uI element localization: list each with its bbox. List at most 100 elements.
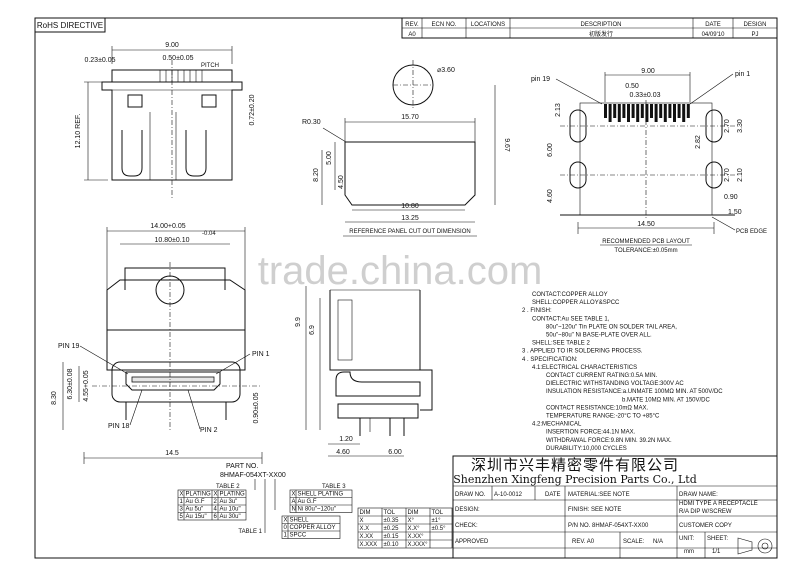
pcb-tolerance: TOLERANCE:±0.05mm	[614, 248, 677, 254]
bottom-view: 14.00+0.05 -0.04 10.80±0.10 PIN 19 PIN 1…	[51, 223, 270, 464]
table3-cell: N	[292, 507, 296, 513]
cutout-dim-height: 9.67	[503, 138, 510, 152]
cutout-dim-radius: R0.30	[302, 119, 321, 126]
table3-cell: X	[292, 492, 296, 498]
bottom-pin2-label: PIN 2	[200, 427, 218, 434]
note-line: CONTACT:Au SEE TABLE 1,	[532, 316, 610, 322]
table2-cell: X	[180, 492, 184, 498]
table3-cell: SHELL PLATING	[298, 492, 344, 498]
revision-table: REV. ECN NO. LOCATIONS DESCRIPTION DATE …	[401, 17, 778, 39]
note-line: 4 . SPECIFICATION:	[522, 357, 578, 363]
note-line: SHELL:COPPER ALLOY&SPCC	[532, 300, 620, 306]
tol-table-cell: TOL	[384, 510, 396, 516]
front-dim-height: 12.10 REF.	[75, 114, 82, 149]
pcb-pin19-label: pin 19	[531, 76, 550, 83]
table2-cell: Au G.F	[186, 499, 205, 505]
tol-table-cell: DIM	[408, 510, 419, 516]
tol-table-cell: X.XX°	[408, 534, 425, 540]
front-dim-offset: 0.72±0.20	[249, 94, 256, 125]
cutout-dim-10-80: 10.80	[401, 203, 419, 210]
tol-table-cell: X.X°	[408, 526, 421, 532]
table2-cell: Au 15u"	[186, 514, 207, 520]
cutout-dim-4-50: 4.50	[338, 175, 345, 189]
note-line: INSULATION RESISTANCE:a.UNMATE 100MΩ MIN…	[546, 389, 723, 395]
table2-title: TABLE 2	[216, 484, 240, 490]
pcb-pad	[686, 104, 690, 118]
tol-table-cell: ±0.35	[384, 518, 400, 524]
note-line: 2 . FINISH:	[522, 308, 552, 314]
part-no-label: PART NO.	[226, 463, 258, 470]
front-view: 9.00 0.50±0.05 PITCH 0.23±0.05 12	[75, 42, 256, 200]
pcb-dim-2-70-bottom: 2.70	[724, 168, 731, 182]
table2-cell: 4	[214, 507, 218, 513]
unit-label: UNIT:	[679, 536, 694, 542]
pcb-pad	[617, 104, 621, 122]
tol-table-cell: DIM	[360, 510, 371, 516]
table2-cell: 2	[214, 499, 218, 505]
draw-name-label: DRAW NAME:	[679, 492, 718, 498]
pcb-caption: RECOMMENDED PCB LAYOUT	[602, 239, 690, 245]
side-dim-6-9: 6.9	[309, 325, 316, 335]
check-label: CHECK:	[455, 523, 478, 529]
note-line: 80u"~120u" Tin PLATE ON SOLDER TAIL AREA…	[546, 324, 677, 330]
pcb-dim-3-30: 3.30	[737, 119, 744, 133]
pcb-pad	[654, 104, 658, 122]
table2-cell: 6	[214, 514, 218, 520]
note-line: WITHDRAWAL FORCE:9.8N MIN. 39.2N MAX.	[546, 438, 672, 444]
cutout-dim-width: 15.70	[401, 114, 419, 121]
table1-cell: 1	[284, 533, 288, 539]
ecn-header: ECN NO.	[431, 22, 456, 28]
table3-title: TABLE 3	[322, 484, 346, 490]
pcb-pad	[631, 104, 635, 118]
bottom-dim-8-30: 8.30	[51, 391, 58, 405]
pcb-dim-2-10: 2.10	[737, 168, 744, 182]
table1-cell: SPCC	[290, 533, 307, 539]
sheet-label: SHEET:	[707, 536, 728, 542]
design-header: DESIGN	[743, 22, 766, 28]
table3-cell: Au G.F	[298, 499, 317, 505]
design-value: PJ	[751, 32, 758, 38]
side-dim-4-60: 4.60	[336, 449, 350, 456]
pcb-pad	[608, 104, 612, 122]
pcb-dim-2-13: 2.13	[555, 103, 562, 117]
date-header: DATE	[705, 22, 721, 28]
bottom-pin18-label: PIN 18	[108, 423, 130, 430]
pcb-pad	[613, 104, 617, 118]
tol-table-cell: X.XX	[360, 534, 374, 540]
note-line: TEMPERATURE RANGE:-20°C TO +85°C	[546, 414, 660, 420]
pcb-edge-label: PCB EDGE	[736, 229, 767, 235]
bottom-dim-0-90: 0.90±0.05	[253, 392, 260, 423]
pcb-dim-2-82: 2.82	[695, 135, 702, 149]
pcb-pad	[650, 104, 653, 118]
sheet-value: 1/1	[712, 549, 721, 555]
bottom-dim-14-5: 14.5	[165, 450, 179, 457]
description-header: DESCRIPTION	[580, 22, 621, 28]
table1-cell: SHELL	[290, 518, 310, 524]
front-dim-pitch-label: PITCH	[201, 63, 219, 69]
table2-cell: Au 3u"	[220, 499, 238, 505]
note-line: 4.1:ELECTRICAL CHARACTERISTICS	[532, 365, 637, 371]
pcb-dim-1-50: 1.50	[728, 209, 742, 216]
tol-table-cell: ±0.15	[384, 534, 400, 540]
table1-cell: 0	[284, 525, 288, 531]
draw-no-label: DRAW NO.	[455, 492, 486, 498]
description-value: 初版发行	[589, 30, 613, 38]
front-dim-pitch: 0.50±0.05	[162, 55, 193, 62]
pcb-pad	[636, 104, 640, 122]
table1-cell: X	[284, 518, 288, 524]
pcb-pad	[645, 104, 649, 122]
table2-cell: 3	[180, 507, 184, 513]
cutout-caption: REFERENCE PANEL CUT OUT DIMENSION	[349, 229, 470, 235]
bottom-dim-6-30: 6.30±0.08	[67, 368, 74, 399]
pcb-dim-6-00: 6.00	[547, 143, 554, 157]
table2-cell: 1	[180, 499, 184, 505]
table2-cell: X	[214, 492, 218, 498]
pcb-dim-0-90: 0.90	[724, 194, 738, 201]
bottom-dim-4-55: 4.55+0.05	[83, 370, 90, 401]
pcb-pad	[604, 104, 607, 118]
